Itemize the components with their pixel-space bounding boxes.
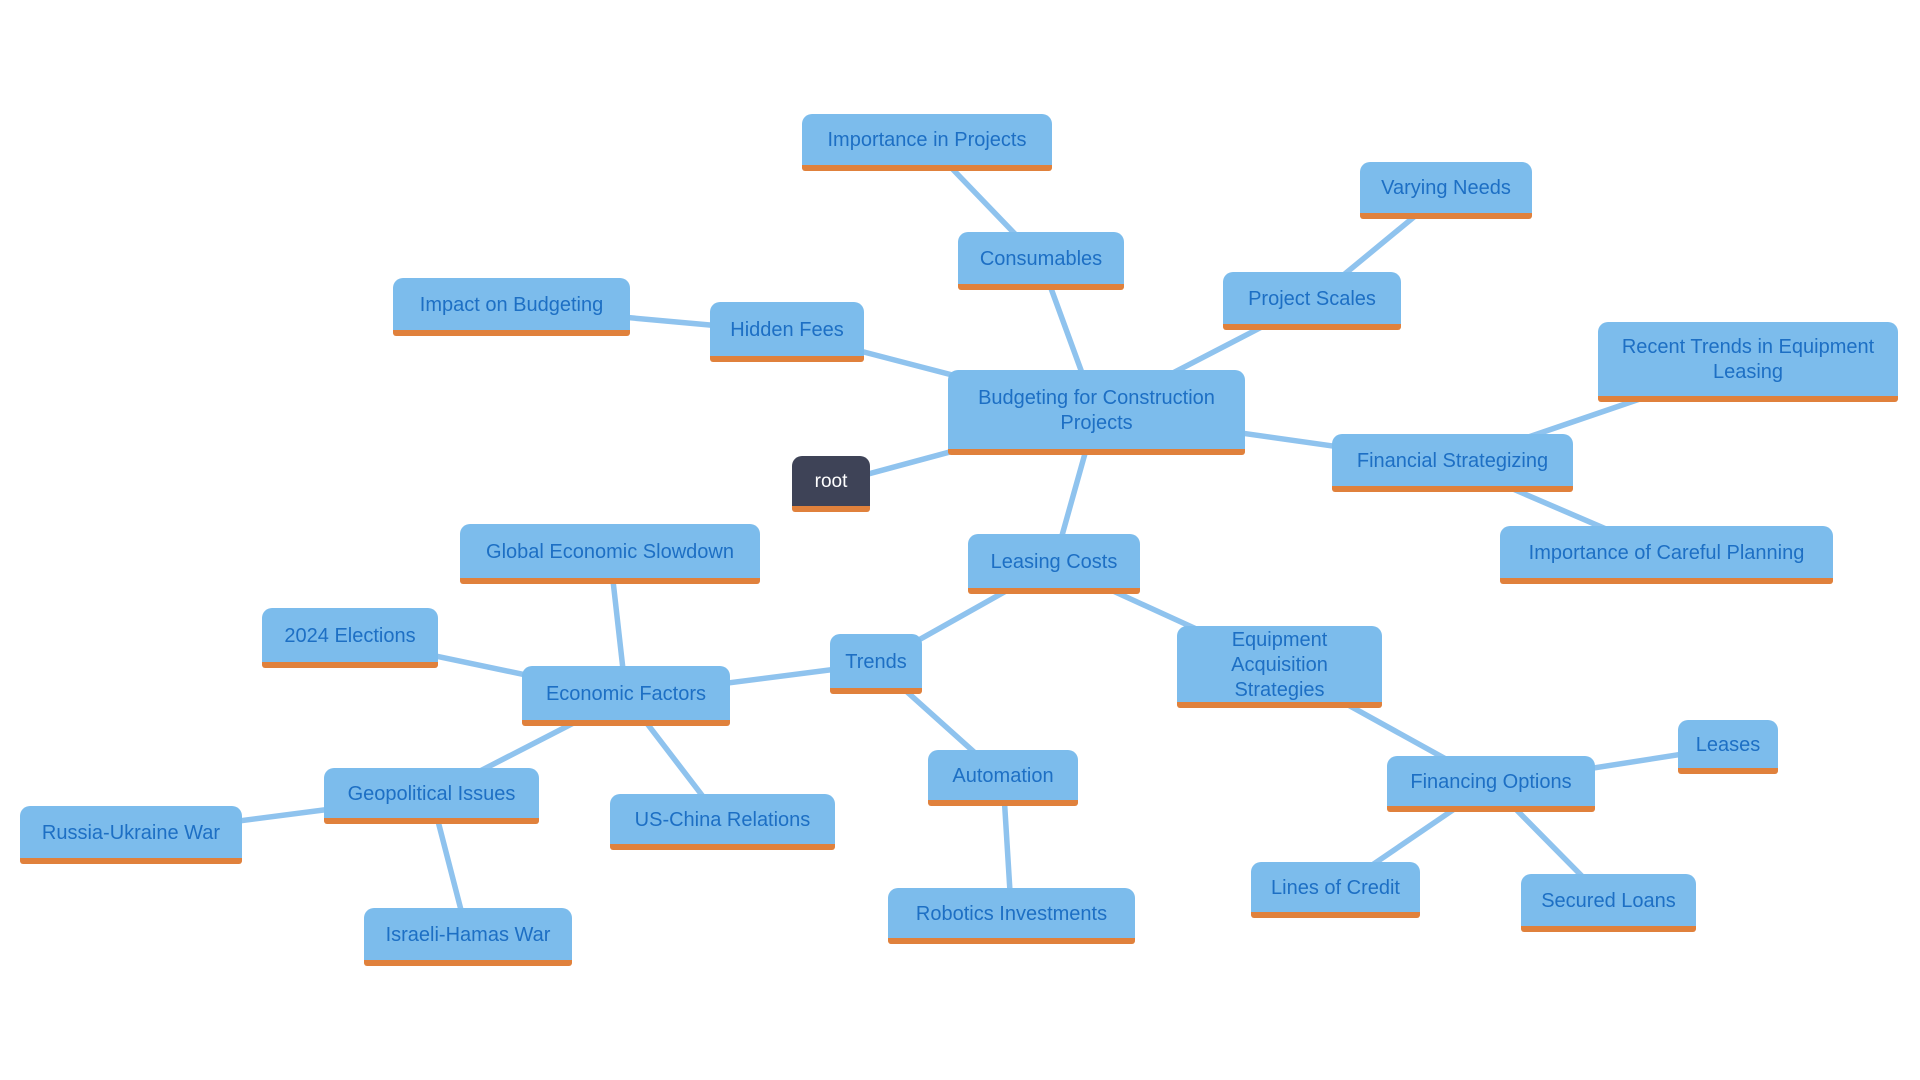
mindmap-node-importance_of_careful_planning[interactable]: Importance of Careful Planning <box>1500 526 1833 584</box>
node-label: Hidden Fees <box>730 318 844 341</box>
mindmap-node-russia_ukraine_war[interactable]: Russia-Ukraine War <box>20 806 242 864</box>
node-label: Robotics Investments <box>915 902 1108 925</box>
node-label: Project Scales <box>1248 287 1376 310</box>
mindmap-node-us_china_relations[interactable]: US-China Relations <box>610 794 835 850</box>
node-label: Varying Needs <box>1381 177 1511 199</box>
node-label: Trends <box>845 650 907 673</box>
mindmap-node-project_scales[interactable]: Project Scales <box>1223 272 1401 330</box>
node-label: 2024 Elections <box>284 624 416 647</box>
node-label: Financial Strategizing <box>1356 449 1549 472</box>
mindmap-node-consumables[interactable]: Consumables <box>958 232 1124 290</box>
node-label: Importance of Careful Planning <box>1528 541 1805 564</box>
node-label: US-China Relations <box>634 808 811 831</box>
node-label: Leases <box>1695 733 1761 756</box>
node-label: Impact on Budgeting <box>419 293 604 316</box>
mindmap-node-automation[interactable]: Automation <box>928 750 1078 806</box>
mindmap-node-hidden_fees[interactable]: Hidden Fees <box>710 302 864 362</box>
mindmap-node-equipment_acquisition[interactable]: Equipment Acquisition Strategies <box>1177 626 1382 708</box>
node-label: Secured Loans <box>1541 889 1676 912</box>
mindmap-node-elections_2024[interactable]: 2024 Elections <box>262 608 438 668</box>
mindmap-node-economic_factors[interactable]: Economic Factors <box>522 666 730 726</box>
mindmap-node-varying_needs[interactable]: Varying Needs <box>1360 162 1532 219</box>
mindmap-node-root[interactable]: root <box>792 456 870 512</box>
node-label: Recent Trends in Equipment Leasing <box>1621 336 1875 383</box>
mindmap-node-impact_on_budgeting[interactable]: Impact on Budgeting <box>393 278 630 336</box>
node-label: Global Economic Slowdown <box>486 540 734 563</box>
node-label: Equipment Acquisition Strategies <box>1231 628 1328 701</box>
node-label: root <box>814 471 848 493</box>
node-label: Consumables <box>979 247 1103 270</box>
mindmap-node-global_economic_slowdown[interactable]: Global Economic Slowdown <box>460 524 760 584</box>
mindmap-node-financial_strategizing[interactable]: Financial Strategizing <box>1332 434 1573 492</box>
mindmap-node-leasing_costs[interactable]: Leasing Costs <box>968 534 1140 594</box>
node-label: Budgeting for Construction Projects <box>978 386 1215 434</box>
node-label: Economic Factors <box>545 682 707 705</box>
node-label: Russia-Ukraine War <box>41 821 221 844</box>
mindmap-node-geopolitical_issues[interactable]: Geopolitical Issues <box>324 768 539 824</box>
mindmap-node-robotics_investments[interactable]: Robotics Investments <box>888 888 1135 944</box>
node-label: Importance in Projects <box>827 129 1027 151</box>
mindmap-node-israeli_hamas_war[interactable]: Israeli-Hamas War <box>364 908 572 966</box>
mindmap-node-trends[interactable]: Trends <box>830 634 922 694</box>
node-label: Leasing Costs <box>990 550 1118 573</box>
mindmap-node-leases[interactable]: Leases <box>1678 720 1778 774</box>
node-label: Lines of Credit <box>1271 876 1400 899</box>
mindmap-node-lines_of_credit[interactable]: Lines of Credit <box>1251 862 1420 918</box>
node-label: Israeli-Hamas War <box>385 923 551 946</box>
node-label: Financing Options <box>1410 770 1572 793</box>
node-label: Geopolitical Issues <box>347 782 516 805</box>
mindmap-node-financing_options[interactable]: Financing Options <box>1387 756 1595 812</box>
mindmap-node-budgeting[interactable]: Budgeting for Construction Projects <box>948 370 1245 455</box>
mindmap-node-secured_loans[interactable]: Secured Loans <box>1521 874 1696 932</box>
mindmap-node-importance_in_projects[interactable]: Importance in Projects <box>802 114 1052 171</box>
mindmap-node-recent_trends[interactable]: Recent Trends in Equipment Leasing <box>1598 322 1898 402</box>
node-label: Automation <box>952 764 1054 787</box>
